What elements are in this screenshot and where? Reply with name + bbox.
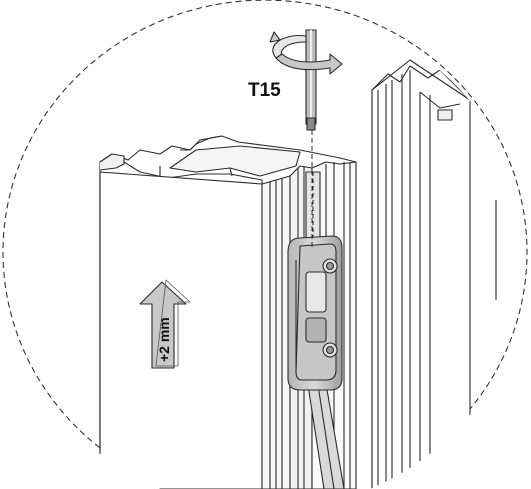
adjustment-amount-label: +2 mm	[156, 317, 172, 362]
torx-key-icon	[305, 29, 317, 131]
tool-size-label: T15	[248, 80, 281, 101]
rotate-arrow-icon	[269, 31, 343, 75]
hinge-icon	[287, 235, 345, 489]
up-arrow-icon	[139, 279, 191, 369]
frame-profile-right	[371, 59, 497, 489]
